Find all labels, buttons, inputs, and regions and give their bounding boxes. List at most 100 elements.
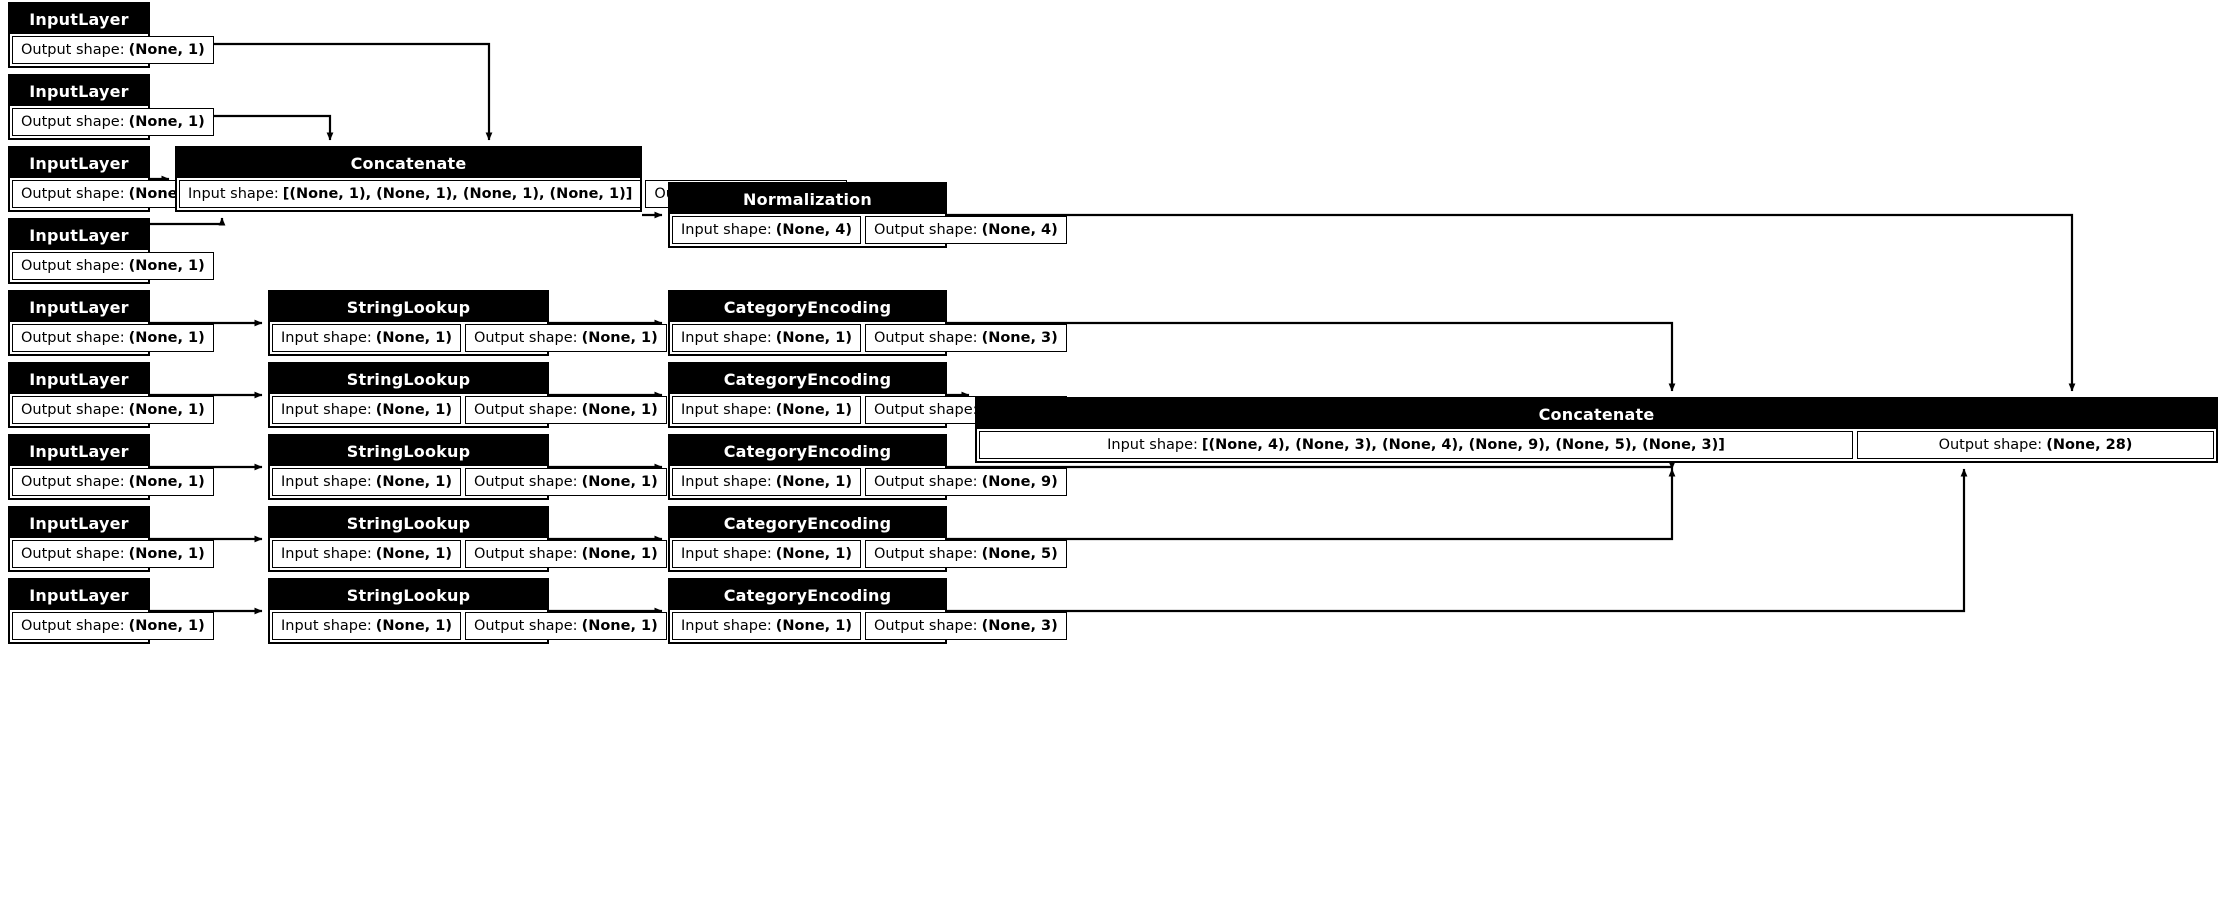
output-shape-label: Output shape: [473, 474, 578, 491]
output-shape-label: Output shape: [21, 474, 125, 491]
input-shape-label: Input shape: [681, 330, 772, 347]
output-shape-label: Output shape: [873, 618, 978, 635]
input-shape-value: (None, 1) [375, 474, 452, 491]
node-title: CategoryEncoding [670, 292, 945, 323]
output-shape-cell: Output shape:(None, 1) [12, 468, 214, 496]
node-shape-row: Output shape:(None, 1) [10, 610, 214, 642]
node-shape-row: Output shape:(None, 1) [10, 394, 214, 426]
input-shape-value: (None, 1) [775, 546, 852, 563]
input-shape-label: Input shape: [681, 474, 772, 491]
input-shape-value: (None, 1) [775, 618, 852, 635]
output-shape-value: (None, 1) [128, 42, 205, 59]
node-shape-row: Output shape:(None, 1) [10, 250, 214, 282]
node-shape-row: Input shape:(None, 1) Output shape: (None,… [270, 466, 667, 498]
output-shape-cell: Output shape:(None, 1) [464, 324, 667, 352]
output-shape-value: (None, 1) [128, 618, 205, 635]
input-shape-value: (None, 1) [375, 330, 452, 347]
input-shape-cell: Input shape:(None, 1) [272, 324, 461, 352]
output-shape-label: Output shape: [21, 546, 125, 563]
node-title: InputLayer [10, 76, 148, 107]
input-shape-value: (None, 1) [775, 330, 852, 347]
node-title: CategoryEncoding [670, 580, 945, 611]
input-shape-value: [(None, 1), (None, 1), (None, 1), (None,… [282, 186, 633, 203]
output-shape-label: Output shape: [473, 618, 578, 635]
output-shape-value: (None, 9) [981, 474, 1058, 491]
node-title: InputLayer [10, 436, 148, 467]
node-shape-row: Input shape:(None, 1) Output shape: (None,… [270, 394, 667, 426]
output-shape-label: Output shape: [1938, 437, 2043, 454]
input-shape-cell: Input shape:(None, 1) [272, 468, 461, 496]
node-title: CategoryEncoding [670, 436, 945, 467]
output-shape-cell: Output shape:(None, 1) [12, 540, 214, 568]
output-shape-cell: Output shape:(None, 1) [12, 612, 214, 640]
node-shape-row: Input shape:(None, 1) Output shape: (None,… [670, 610, 1067, 642]
node-title: Concatenate [977, 399, 2216, 430]
input-shape-value: (None, 1) [375, 546, 452, 563]
input-shape-cell: Input shape:(None, 1) [672, 612, 861, 640]
output-shape-cell: Output shape:(None, 1) [464, 612, 667, 640]
input-shape-value: (None, 4) [775, 222, 852, 239]
node-title: StringLookup [270, 364, 547, 395]
node-shape-row: Input shape:(None, 1) Output shape: (None,… [670, 322, 1067, 354]
input-shape-cell: Input shape:(None, 1) [672, 324, 861, 352]
output-shape-label: Output shape: [873, 330, 978, 347]
input-shape-value: (None, 1) [375, 618, 452, 635]
output-shape-cell: Output shape:(None, 1) [12, 252, 214, 280]
node-title: InputLayer [10, 580, 148, 611]
output-shape-value: (None, 1) [128, 546, 205, 563]
output-shape-label: Output shape: [21, 618, 125, 635]
output-shape-cell: Output shape:(None, 1) [464, 540, 667, 568]
node-title: CategoryEncoding [670, 364, 945, 395]
output-shape-value: (None, 1) [128, 114, 205, 131]
node-shape-row: Output shape:(None, 1) [10, 34, 214, 66]
node-shape-row: Input shape:(None, 1)Output shape:(None,… [670, 394, 1067, 426]
input-shape-cell: Input shape:(None, 1) [272, 396, 461, 424]
edge-input_4-to-concat_numeric [150, 217, 226, 226]
input-shape-cell: Input shape:(None, 1) [672, 468, 861, 496]
input-shape-value: (None, 1) [775, 402, 852, 419]
output-shape-label: Output shape: [473, 402, 578, 419]
output-shape-value: (None, 1) [128, 330, 205, 347]
input-shape-value: (None, 1) [775, 474, 852, 491]
output-shape-label: Output shape: [21, 402, 125, 419]
node-title: InputLayer [10, 364, 148, 395]
input-shape-label: Input shape: [281, 474, 372, 491]
node-title: StringLookup [270, 436, 547, 467]
input-shape-cell: Input shape:[(None, 4), (None, 3), (None… [979, 431, 1853, 459]
node-title: StringLookup [270, 508, 547, 539]
output-shape-cell: Output shape:(None, 1) [12, 396, 214, 424]
output-shape-label: Output shape: [21, 186, 125, 203]
input-shape-value: (None, 1) [375, 402, 452, 419]
output-shape-value: (None, 1) [581, 546, 658, 563]
node-shape-row: Output shape:(None, 1) [10, 538, 214, 570]
output-shape-cell: Output shape:(None, 1) [12, 108, 214, 136]
node-shape-row: Output shape:(None, 1) [10, 322, 214, 354]
node-shape-row: Input shape:(None, 1)Output shape:(None,… [270, 538, 667, 570]
output-shape-value: (None, 1) [128, 402, 205, 419]
input-shape-label: Input shape: [681, 546, 772, 563]
input-shape-cell: Input shape:(None, 1) [672, 540, 861, 568]
